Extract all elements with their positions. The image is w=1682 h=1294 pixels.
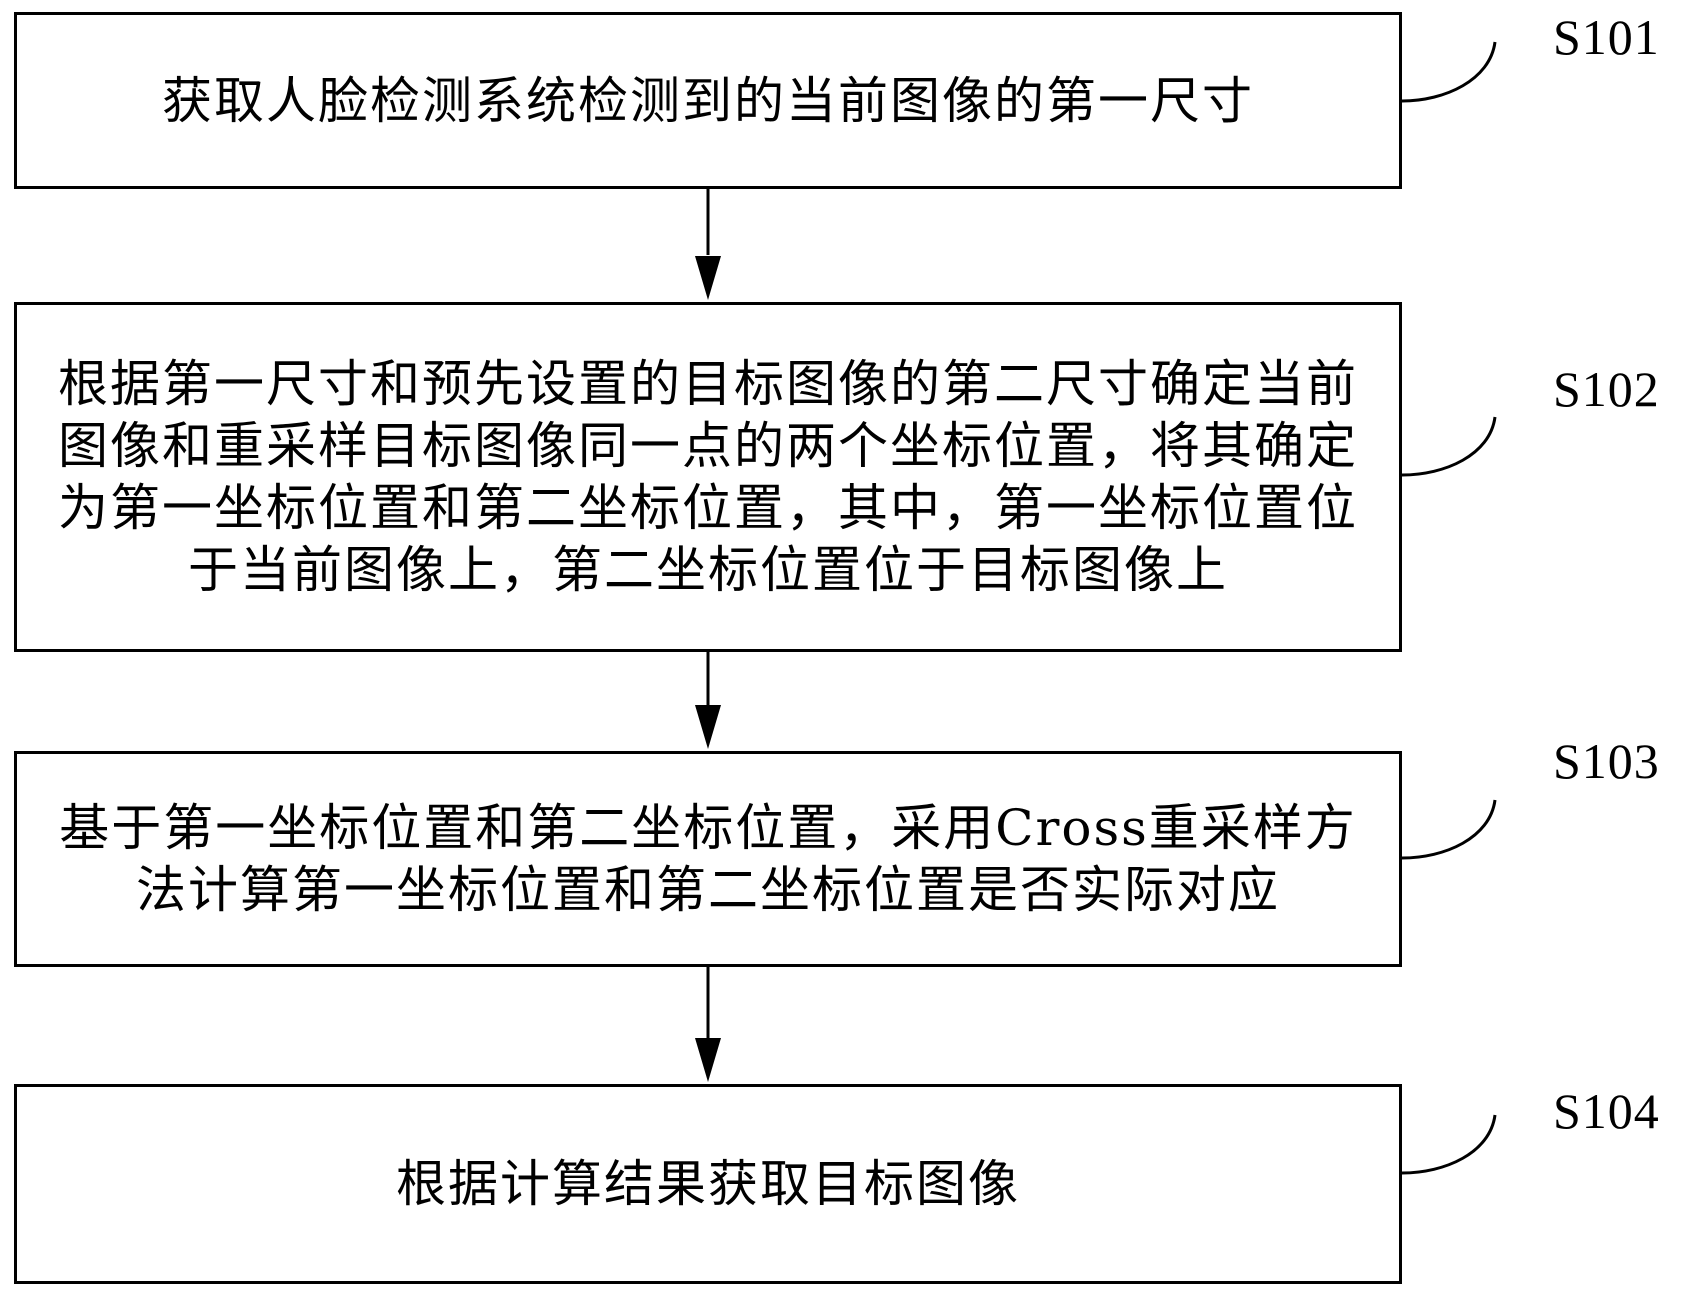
arrow-s101-to-s102 (695, 189, 721, 300)
step-label-s103: S103 (1553, 733, 1660, 789)
leader-s104 (1401, 1114, 1497, 1175)
step-label-s101: S101 (1553, 9, 1660, 65)
step-text-s101: 获取人脸检测系统检测到的当前图像的第一尺寸 (162, 71, 1254, 130)
leader-s102 (1401, 416, 1497, 477)
step-label-s102: S102 (1553, 361, 1660, 417)
leader-s103 (1401, 799, 1497, 860)
step-box-s104: 根据计算结果获取目标图像 (14, 1084, 1402, 1284)
step-box-s102: 根据第一尺寸和预先设置的目标图像的第二尺寸确定当前图像和重采样目标图像同一点的两… (14, 302, 1402, 652)
step-text-s104: 根据计算结果获取目标图像 (396, 1155, 1020, 1213)
step-text-s102: 根据第一尺寸和预先设置的目标图像的第二尺寸确定当前图像和重采样目标图像同一点的两… (58, 355, 1358, 599)
arrow-s103-to-s104 (695, 967, 721, 1082)
step-text-s103: 基于第一坐标位置和第二坐标位置，采用Cross重采样方法计算第一坐标位置和第二坐… (59, 799, 1357, 919)
step-label-s104: S104 (1553, 1083, 1660, 1139)
step-box-s101: 获取人脸检测系统检测到的当前图像的第一尺寸 (14, 12, 1402, 189)
step-box-s103: 基于第一坐标位置和第二坐标位置，采用Cross重采样方法计算第一坐标位置和第二坐… (14, 751, 1402, 967)
arrow-s102-to-s103 (695, 652, 721, 749)
leader-s101 (1401, 41, 1497, 103)
